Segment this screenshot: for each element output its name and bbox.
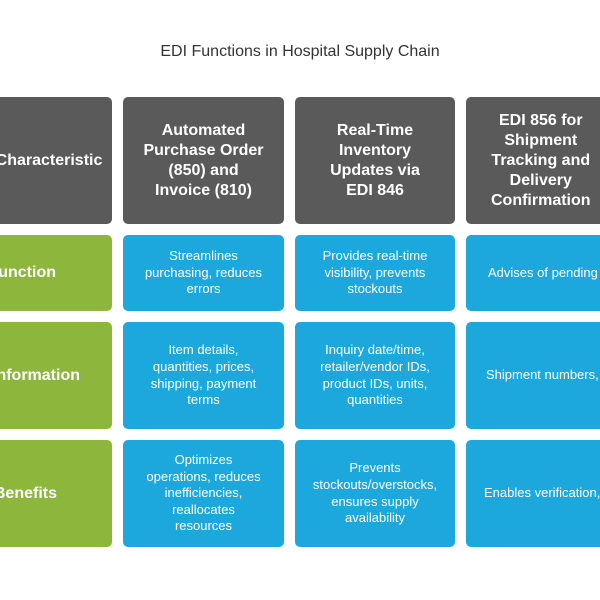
header-col-846: Real-Time Inventory Updates via EDI 846 [295,97,455,224]
cell-information-850-810: Item details, quantities, prices, shippi… [123,322,284,429]
header-corner: Characteristic [0,97,112,224]
cell-benefits-856: Enables verification, automates receivin… [466,440,600,547]
cell-benefits-850-810: Optimizes operations, reduces inefficien… [123,440,284,547]
row-label-information: Information [0,322,112,429]
cell-text: Shipment numbers, dates, delivery timefr… [486,367,600,383]
cell-text: Inquiry date/time, retailer/vendor IDs, … [320,342,430,408]
header-col-856: EDI 856 for Shipment Tracking and Delive… [466,97,600,224]
cell-text: Advises of pending deliveries, enables r… [488,264,600,280]
cell-text: Streamlines purchasing, reduces errors [144,248,263,297]
header-col-text: EDI 856 for Shipment Tracking and Delive… [491,111,591,209]
cell-benefits-846: Prevents stockouts/overstocks, ensures s… [295,440,455,547]
cell-text: Optimizes operations, reduces inefficien… [146,451,261,534]
row-label-benefits: Benefits [0,440,112,547]
cell-text: Provides real-time visibility, prevents … [322,248,428,297]
cell-function-856: Advises of pending deliveries, enables r… [466,235,600,311]
diagram-title: EDI Functions in Hospital Supply Chain [160,43,440,60]
cell-information-846: Inquiry date/time, retailer/vendor IDs, … [295,322,455,429]
cell-text: Item details, quantities, prices, shippi… [150,342,257,408]
cell-function-850-810: Streamlines purchasing, reduces errors [123,235,284,311]
header-col-text: Real-Time Inventory Updates via EDI 846 [330,121,420,199]
cell-information-856: Shipment numbers, dates, delivery timefr… [466,322,600,429]
row-label-function: Function [0,235,112,311]
header-col-text: Automated Purchase Order (850) and Invoi… [143,121,264,199]
header-corner-text: Characteristic [0,151,103,169]
cell-text: Enables verification, automates receivin… [484,485,600,501]
row-label-text: Information [0,366,80,384]
cell-function-846: Provides real-time visibility, prevents … [295,235,455,311]
header-col-850-810: Automated Purchase Order (850) and Invoi… [123,97,284,224]
row-label-text: Function [0,264,56,281]
row-label-text: Benefits [0,484,57,502]
cell-text: Prevents stockouts/overstocks, ensures s… [312,460,438,526]
